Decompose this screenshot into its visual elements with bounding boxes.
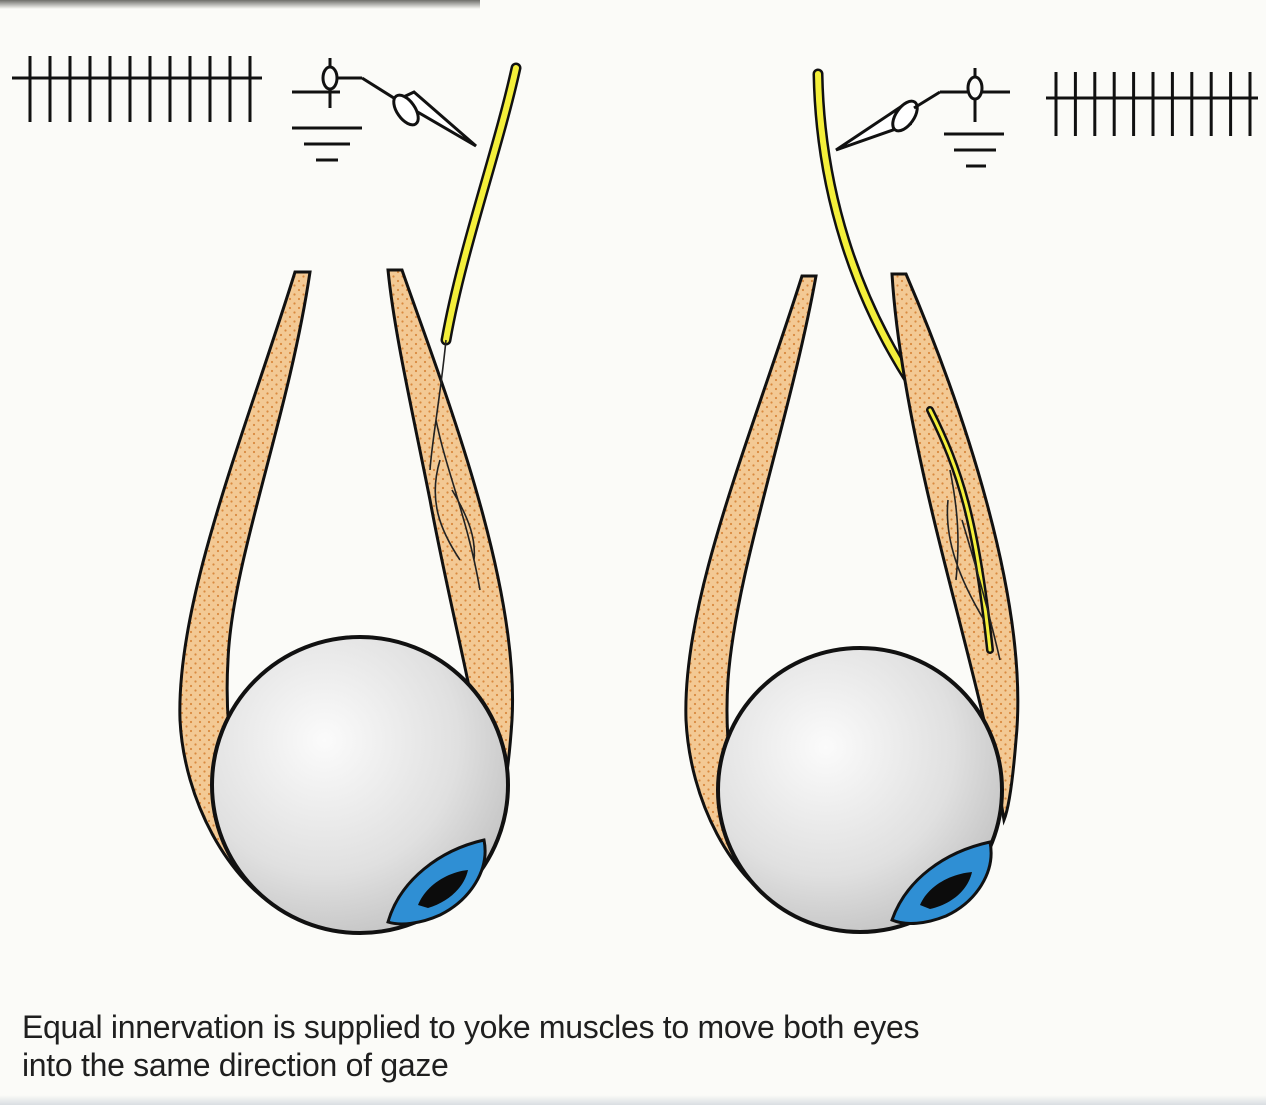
figure-caption: Equal innervation is supplied to yoke mu…	[22, 1008, 1242, 1084]
right-ground-symbol-icon	[914, 68, 1010, 166]
right-spike-train	[1046, 72, 1258, 136]
left-eye-panel	[12, 56, 516, 933]
right-eye-panel	[686, 68, 1258, 932]
left-ground-symbol-icon	[292, 58, 405, 160]
left-spike-train	[12, 56, 262, 122]
caption-line-1: Equal innervation is supplied to yoke mu…	[22, 1008, 1242, 1046]
bottom-scan-edge	[0, 1095, 1266, 1105]
left-recording-electrode-icon	[389, 91, 476, 146]
right-recording-electrode-icon	[836, 97, 922, 150]
caption-line-2: into the same direction of gaze	[22, 1046, 1242, 1084]
